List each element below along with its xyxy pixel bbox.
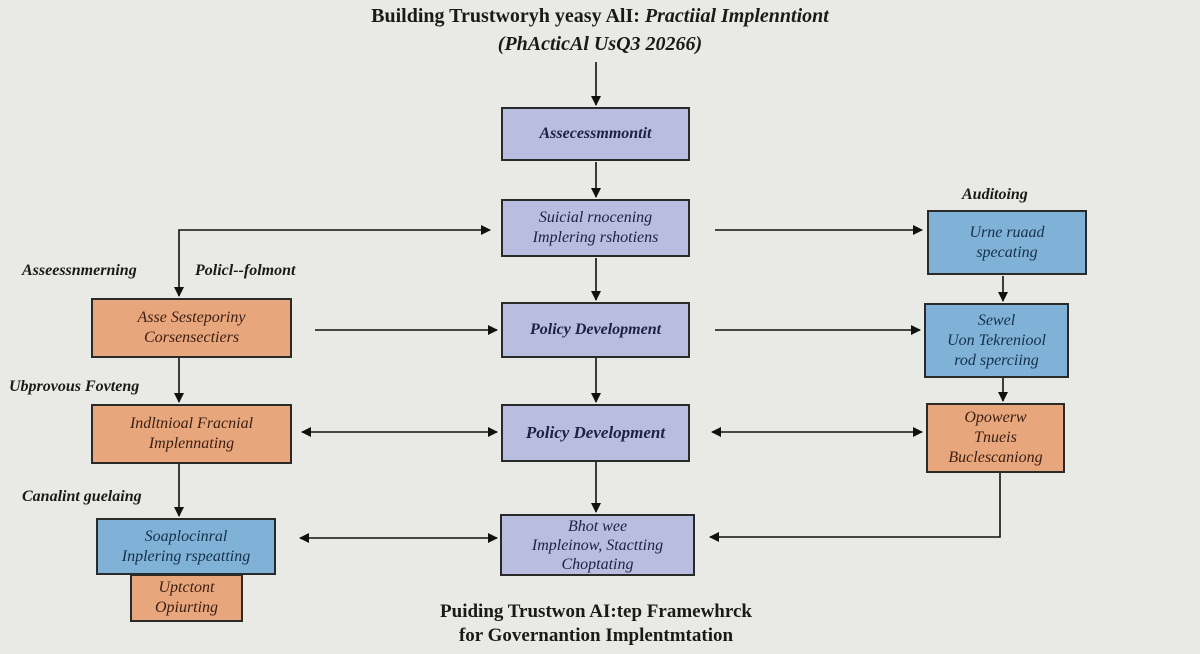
arrow	[709, 473, 1001, 542]
box-text: Buclescaniong	[948, 449, 1043, 466]
label-ubprovous: Ubprovous Fovteng	[9, 378, 140, 395]
box-text: Choptating	[561, 555, 634, 573]
box-text: Opiurting	[154, 599, 219, 616]
box-text: Bhot wee	[567, 517, 628, 535]
diagram-title: Building Trustworyh yeasy AlI: Practiial…	[0, 5, 1200, 28]
box-text: Implennating	[148, 435, 235, 452]
box-text: Soaplocinral	[144, 527, 228, 545]
box-text: Uptctont	[158, 579, 215, 596]
label-auditing: Auditoing	[962, 186, 1028, 203]
box-text: Indltnioal Fracnial	[129, 415, 254, 432]
box-text: Assecessmmontit	[539, 125, 652, 142]
box-text: Asse Sesteporiny	[137, 309, 246, 326]
footer-caption-line1: Puiding Trustwon AI:tep Framewhrck	[440, 601, 752, 622]
center-box-1: Assecessmmontit	[501, 107, 690, 161]
box-text: Policy Development	[525, 423, 666, 442]
box-text: Suicial rnocening	[538, 209, 653, 226]
title-part: Building Trustworyh yeasy AlI:	[371, 5, 645, 27]
center-box-policy-1: Policy Development	[501, 302, 690, 358]
box-text: Opowerw	[964, 409, 1027, 426]
box-text: Urne ruaad	[969, 223, 1045, 241]
box-text: Corsensectiers	[143, 329, 240, 346]
box-text: specating	[976, 243, 1038, 261]
label-assessment: Asseessnmerning	[22, 262, 137, 279]
label-policy: Policl--folmont	[195, 262, 296, 279]
box-text: Sewel	[977, 311, 1016, 329]
arrow	[174, 225, 491, 297]
box-text: Uon Tekreniool	[947, 331, 1046, 349]
box-text: Inplering rspeatting	[121, 547, 251, 565]
center-box-policy-2: Policy Development	[501, 404, 690, 462]
box-text: rod sperciing	[954, 351, 1039, 369]
box-text: Implering rshotiens	[532, 229, 659, 246]
box-text: Tnueis	[974, 429, 1017, 446]
diagram-subtitle: (PhActicAl UsQ3 20266)	[497, 33, 703, 55]
box-text: Policy Development	[529, 321, 662, 338]
title-part: Practiial Implenntiont	[644, 5, 829, 27]
right-box-1: Urne ruaad specating	[927, 210, 1087, 275]
footer-caption-line2: for Governantion Implentmtation	[458, 625, 734, 646]
label-canalint: Canalint guelaing	[22, 488, 142, 505]
box-text: Impleinow, Stactting	[531, 536, 664, 554]
